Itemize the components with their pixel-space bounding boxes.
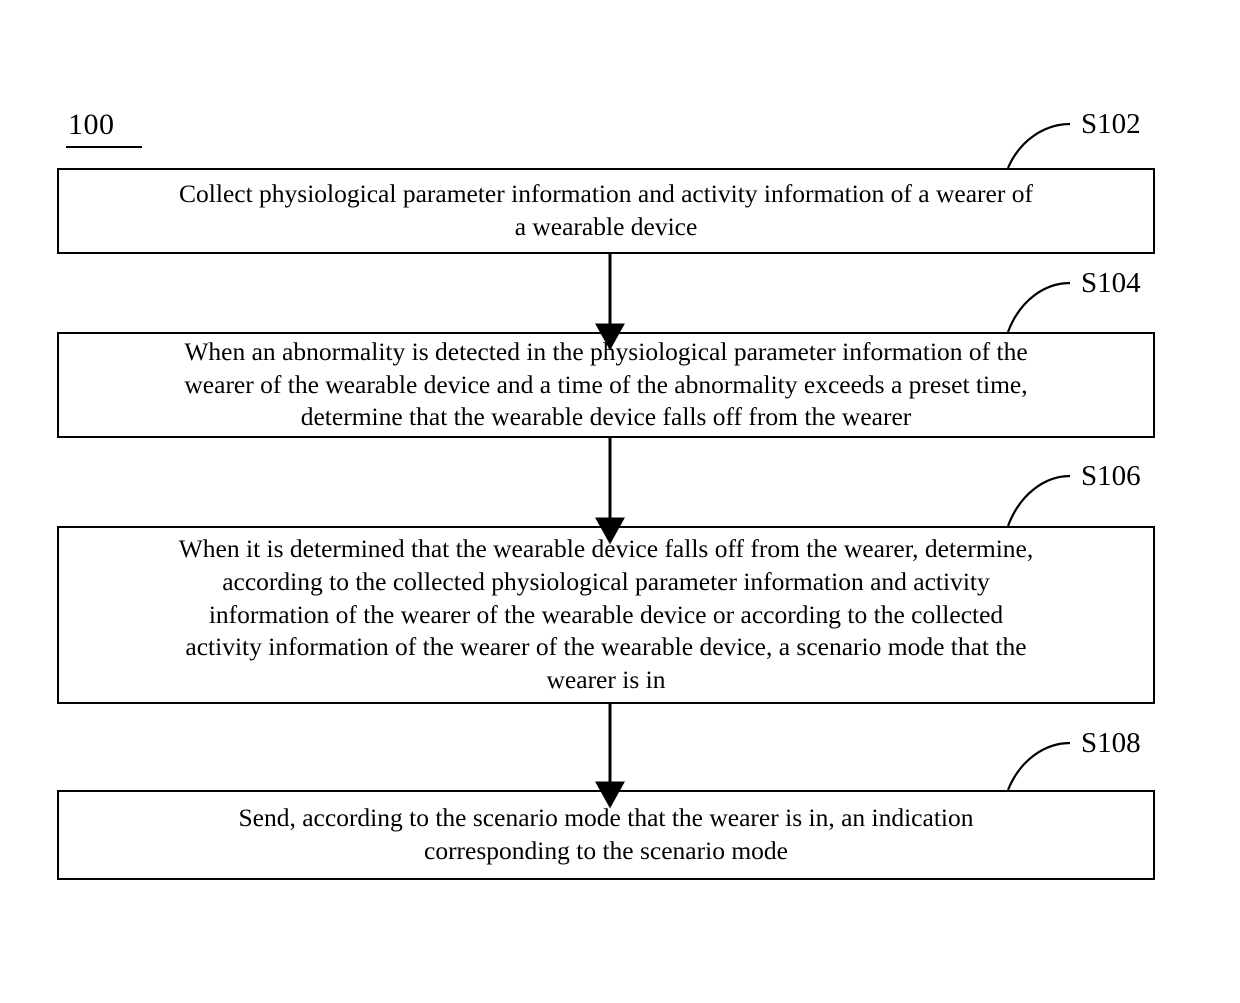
process-box-s104: When an abnormality is detected in the p… [57, 332, 1155, 438]
process-box-s104-text: When an abnormality is detected in the p… [184, 337, 1028, 432]
step-label-s108: S108 [1081, 727, 1141, 759]
process-box-s108-text: Send, according to the scenario mode tha… [238, 803, 974, 865]
process-box-s106-text: When it is determined that the wearable … [178, 534, 1034, 694]
step-label-s102: S102 [1081, 108, 1141, 140]
leader-line-s106 [1006, 474, 1071, 527]
process-box-s102: Collect physiological parameter informat… [57, 168, 1155, 254]
figure-reference-number: 100 [68, 108, 115, 141]
process-box-s106: When it is determined that the wearable … [57, 526, 1155, 704]
leader-line-s102 [1006, 122, 1071, 169]
leader-line-s108 [1006, 741, 1071, 791]
step-label-s106: S106 [1081, 460, 1141, 492]
process-box-s108: Send, according to the scenario mode tha… [57, 790, 1155, 880]
leader-line-s104 [1006, 281, 1071, 333]
process-box-s102-text: Collect physiological parameter informat… [179, 179, 1033, 241]
step-label-s104: S104 [1081, 267, 1141, 299]
figure-reference-underline [66, 146, 142, 148]
